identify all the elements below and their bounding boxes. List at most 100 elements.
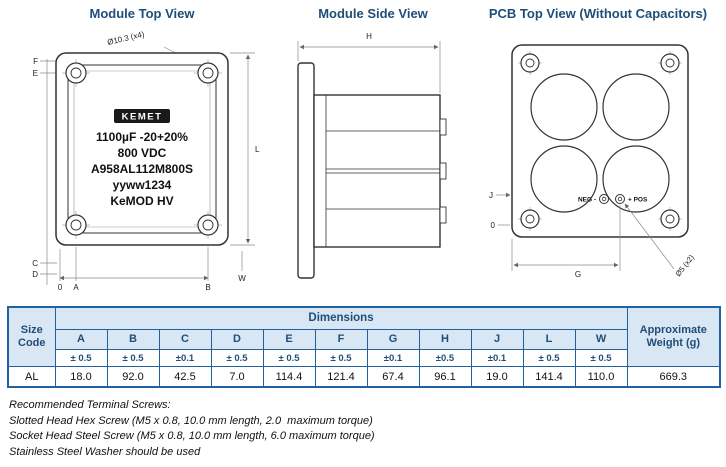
tolerance-cell: ± 0.5 [262,349,316,367]
dimension-value-cell: 141.4 [522,366,576,388]
dim-label-f: F [33,57,38,66]
dim-label-zero: 0 [58,283,63,292]
size-code-cell: AL [7,366,56,388]
terminal-holes [599,194,625,204]
capacitor-footprint [530,73,598,141]
pos-terminal-label: + POS [628,197,648,204]
mounting-holes [62,59,222,239]
hole-size-callout: Ø10.3 (x4) [106,30,145,47]
dimensions-header: Dimensions [54,306,628,330]
module-label-line: A958AL112M800S [91,162,193,176]
tolerance-cell: ±0.1 [366,349,420,367]
dimension-value-cell: 67.4 [366,366,420,388]
note-line: Socket Head Steel Screw (M5 x 0.8, 10.0 … [9,430,375,442]
dimension-lines [297,41,441,93]
dim-label-w: W [238,274,246,283]
mounting-hole [62,211,90,239]
module-side-view-title: Module Side View [318,6,428,21]
capacitor-footprint [530,145,598,213]
pcb-outline [511,44,689,238]
tolerance-cell: ± 0.5 [314,349,368,367]
dimension-value-cell: 121.4 [314,366,368,388]
weight-header: Approximate Weight (g) [626,306,721,367]
column-header-c: C [158,329,212,350]
column-header-a: A [54,329,108,350]
kemet-logo-text: KEMET [122,112,163,123]
weight-value-cell: 669.3 [626,366,721,388]
module-label-line: 800 VDC [118,146,167,160]
tolerance-cell: ±0.1 [470,349,524,367]
dimension-lines [496,192,675,271]
dim-label-e: E [33,69,38,78]
module-side-view-drawing: H [297,32,447,279]
dim-label-zero: 0 [491,221,496,230]
pcb-top-view: PCB Top View (Without Capacitors) [478,6,718,295]
mounting-holes [518,51,682,231]
dim-label-l: L [255,145,260,154]
dim-label-g: G [575,270,581,279]
module-top-view-drawing: KEMET 1100µF -20+20% 800 VDC A958AL112M8… [32,30,260,292]
column-header-l: L [522,329,576,350]
tolerance-cell: ±0.1 [158,349,212,367]
tolerance-cell: ± 0.5 [574,349,628,367]
capacitor-footprints [530,73,670,213]
dimension-value-cell: 96.1 [418,366,472,388]
column-header-g: G [366,329,420,350]
size-code-header: Size Code [7,306,56,367]
tolerance-cell: ± 0.5 [210,349,264,367]
module-top-view: Module Top View [12,6,272,295]
module-side-profile [297,62,447,279]
mounting-hole [194,59,222,87]
dim-label-a: A [73,283,79,292]
pcb-top-view-title: PCB Top View (Without Capacitors) [488,6,708,21]
dimension-value-cell: 92.0 [106,366,160,388]
dim-label-h: H [366,32,372,41]
footnotes: Recommended Terminal Screws: Slotted Hea… [9,398,375,460]
kemet-logo: KEMET [114,109,170,123]
mounting-hole [518,207,542,231]
tolerance-cell: ±0.5 [418,349,472,367]
column-header-f: F [314,329,368,350]
tolerance-cell: ± 0.5 [522,349,576,367]
column-header-b: B [106,329,160,350]
dimension-value-cell: 7.0 [210,366,264,388]
column-header-j: J [470,329,524,350]
dimensions-table: Size Code Dimensions Approximate Weight … [7,306,722,388]
dimension-value-cell: 19.0 [470,366,524,388]
mounting-hole [194,211,222,239]
dimension-value-cell: 114.4 [262,366,316,388]
module-label-line: yyww1234 [113,178,172,192]
column-header-e: E [262,329,316,350]
note-line: Recommended Terminal Screws: [9,399,171,411]
mounting-hole [658,51,682,75]
table-row: AL 18.0 92.0 42.5 7.0 114.4 121.4 67.4 9… [7,366,721,388]
mounting-hole [518,51,542,75]
dimension-value-cell: 18.0 [54,366,108,388]
dim-label-j: J [489,191,493,200]
dim-label-d: D [32,270,38,279]
module-outline [55,52,229,246]
column-header-h: H [418,329,472,350]
tolerance-cell: ± 0.5 [54,349,108,367]
module-label-line: KeMOD HV [110,194,173,208]
note-line: Slotted Head Hex Screw (M5 x 0.8, 10.0 m… [9,414,373,427]
dimension-value-cell: 42.5 [158,366,212,388]
module-side-view: Module Side View H [288,6,458,295]
module-label: 1100µF -20+20% 800 VDC A958AL112M800S yy… [91,130,193,208]
mounting-hole [658,207,682,231]
dim-label-c: C [32,259,38,268]
mounting-hole [62,59,90,87]
capacitor-footprint [602,73,670,141]
pcb-top-view-drawing: NEG - + POS J 0 G Ø5 (x2) [489,44,696,279]
terminal-hole-callout: Ø5 (x2) [673,253,696,279]
note-line: Stainless Steel Washer should be used [9,445,201,458]
dimension-value-cell: 110.0 [574,366,628,388]
tolerance-cell: ± 0.5 [106,349,160,367]
module-top-view-title: Module Top View [89,6,195,21]
neg-terminal-label: NEG - [578,197,596,204]
column-header-w: W [574,329,628,350]
module-label-line: 1100µF -20+20% [96,130,188,144]
column-header-d: D [210,329,264,350]
technical-drawings: Module Top View [0,6,726,306]
dim-label-b: B [205,283,210,292]
